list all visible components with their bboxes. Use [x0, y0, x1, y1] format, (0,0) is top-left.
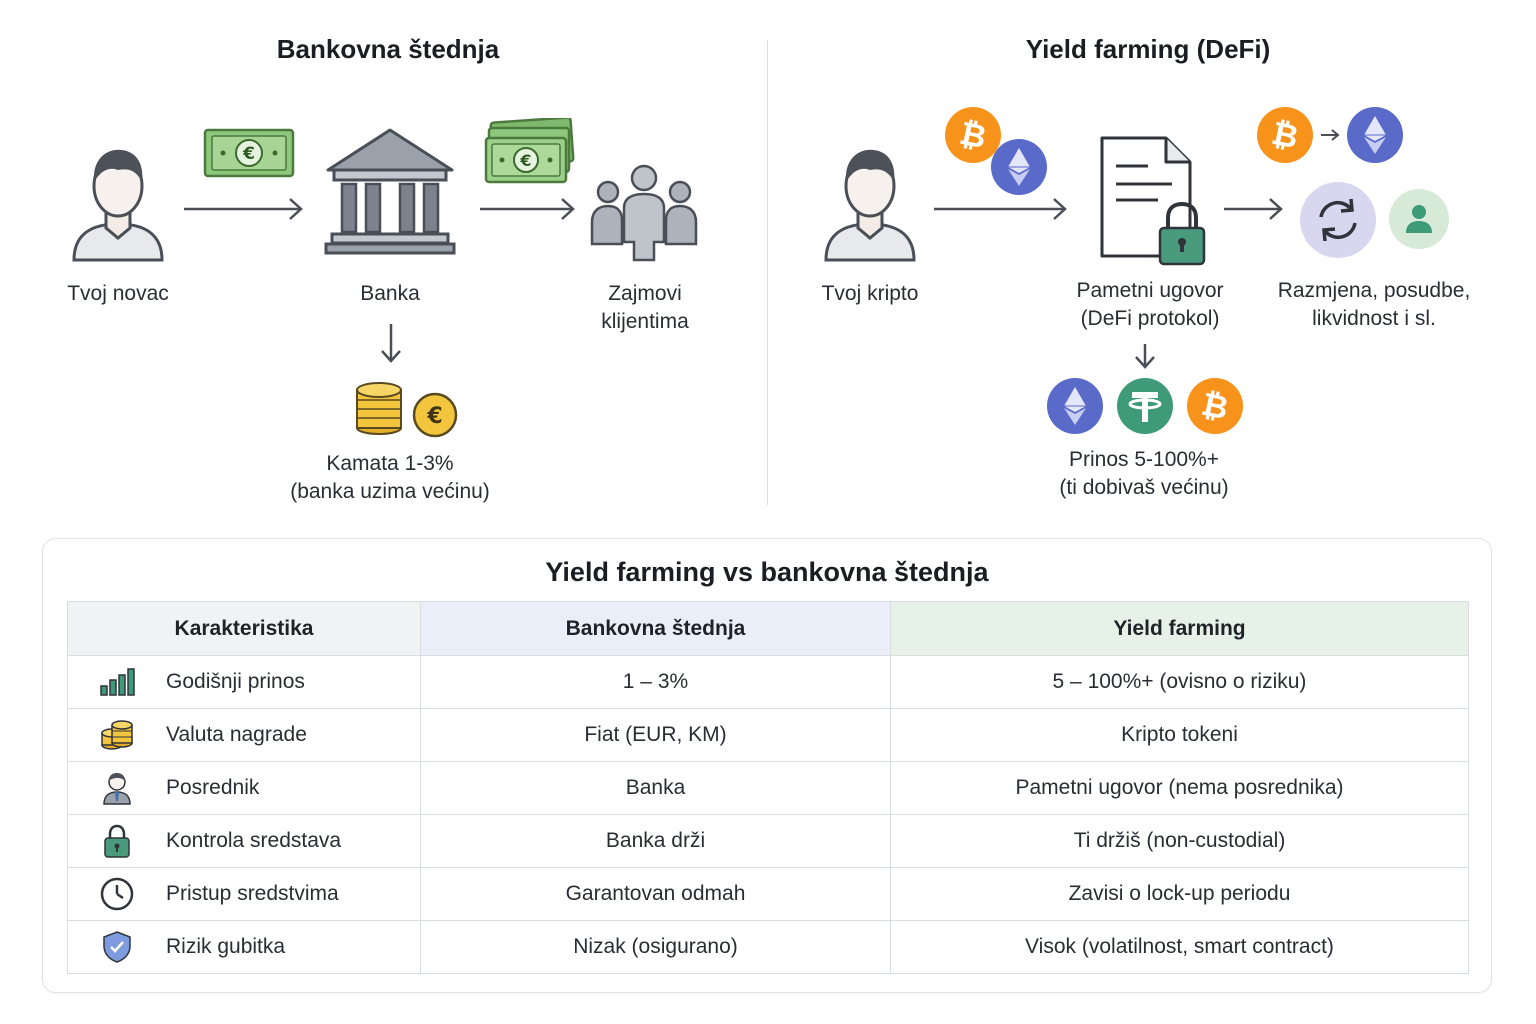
person-icon: [824, 149, 916, 262]
your-crypto-label: Tvoj kripto: [821, 282, 919, 305]
gold-coins-icon: [356, 382, 402, 435]
arrow-right-icon: [184, 198, 303, 220]
ethereum-icon: [1347, 107, 1403, 163]
bitcoin-icon: ₿: [1257, 107, 1313, 163]
table-row: Posrednik Banka Pametni ugovor (nema pos…: [67, 761, 1469, 815]
small-arrow-icon: [1321, 129, 1340, 141]
user-circle-icon: [1389, 189, 1449, 249]
svg-text:€: €: [519, 151, 531, 170]
yield-value: Ti držiš (non-custodial): [890, 814, 1469, 868]
yield-value: Visok (volatilnost, smart contract): [890, 920, 1469, 974]
yield-label: Prinos 5-100%+ (ti dobivaš većinu): [1059, 448, 1229, 499]
feature-label: Valuta nagrade: [166, 723, 307, 746]
ethereum-icon: [1047, 378, 1103, 434]
bank-label: Banka: [360, 282, 420, 305]
bar-chart-icon: [68, 668, 166, 696]
arrow-down-icon: [381, 324, 401, 363]
tether-icon: [1117, 378, 1173, 434]
bank-value: Fiat (EUR, KM): [420, 708, 891, 762]
table-row: Valuta nagrade Fiat (EUR, KM) Kripto tok…: [67, 708, 1469, 762]
person-icon: [72, 149, 164, 262]
bank-value: Garantovan odmah: [420, 867, 891, 921]
feature-label: Kontrola sredstava: [166, 829, 342, 852]
yield-value: 5 – 100%+ (ovisno o riziku): [890, 655, 1469, 709]
svg-text:€: €: [426, 404, 442, 429]
defi-services-label: Razmjena, posudbe, likvidnost i sl.: [1277, 279, 1471, 330]
yield-value: Pametni ugovor (nema posrednika): [890, 761, 1469, 815]
person-icon: [68, 771, 166, 805]
your-money-label: Tvoj novac: [67, 282, 169, 305]
bank-value: Banka drži: [420, 814, 891, 868]
comparison-card: Yield farming vs bankovna štednja Karakt…: [42, 538, 1492, 993]
feature-label: Godišnji prinos: [166, 670, 305, 693]
table-row: Pristup sredstvima Garantovan odmah Zavi…: [67, 867, 1469, 921]
euro-coin-icon: €: [412, 392, 458, 438]
table-row: Kontrola sredstava Banka drži Ti držiš (…: [67, 814, 1469, 868]
arrow-right-icon: [1224, 198, 1283, 220]
bank-building-icon: [324, 128, 456, 255]
table-header-row: Karakteristika Bankovna štednja Yield fa…: [67, 601, 1469, 656]
coins-icon: [68, 719, 166, 751]
lock-icon: [68, 824, 166, 858]
bitcoin-icon: ₿: [1187, 378, 1243, 434]
comparison-title: Yield farming vs bankovna štednja: [545, 557, 989, 587]
bank-value: Nizak (osigurano): [420, 920, 891, 974]
feature-label: Posrednik: [166, 776, 260, 799]
arrow-right-icon: [934, 198, 1067, 220]
column-header: Karakteristika: [67, 601, 421, 656]
shield-icon: [68, 930, 166, 964]
table-row: Godišnji prinos 1 – 3% 5 – 100%+ (ovisno…: [67, 655, 1469, 709]
cash-stack-icon: €: [484, 118, 575, 184]
people-group-icon: [590, 164, 698, 262]
feature-label: Pristup sredstvima: [166, 882, 339, 905]
section-divider: [767, 40, 768, 505]
defi-section-title: Yield farming (DeFi): [1025, 34, 1271, 64]
ethereum-icon: [991, 139, 1047, 195]
bank-value: Banka: [420, 761, 891, 815]
yield-value: Zavisi o lock-up periodu: [890, 867, 1469, 921]
arrow-down-icon: [1135, 344, 1155, 369]
column-header: Yield farming: [890, 601, 1469, 656]
loans-label: Zajmovi klijentima: [601, 282, 689, 333]
clock-icon: [68, 877, 166, 911]
smart-contract-document-icon: [1100, 136, 1206, 266]
exchange-refresh-icon: [1300, 182, 1376, 258]
bitcoin-icon: ₿: [945, 107, 1001, 163]
bank-section-title: Bankovna štednja: [276, 34, 500, 64]
yield-value: Kripto tokeni: [890, 708, 1469, 762]
bank-value: 1 – 3%: [420, 655, 891, 709]
svg-text:€: €: [242, 144, 255, 164]
banknote-icon: €: [203, 128, 295, 178]
arrow-right-icon: [480, 198, 575, 220]
smart-contract-label: Pametni ugovor (DeFi protokol): [1076, 279, 1224, 330]
comparison-table: Karakteristika Bankovna štednja Yield fa…: [67, 601, 1469, 974]
table-row: Rizik gubitka Nizak (osigurano) Visok (v…: [67, 920, 1469, 974]
feature-label: Rizik gubitka: [166, 935, 286, 958]
interest-label: Kamata 1-3% (banka uzima većinu): [290, 452, 490, 503]
column-header: Bankovna štednja: [420, 601, 891, 656]
